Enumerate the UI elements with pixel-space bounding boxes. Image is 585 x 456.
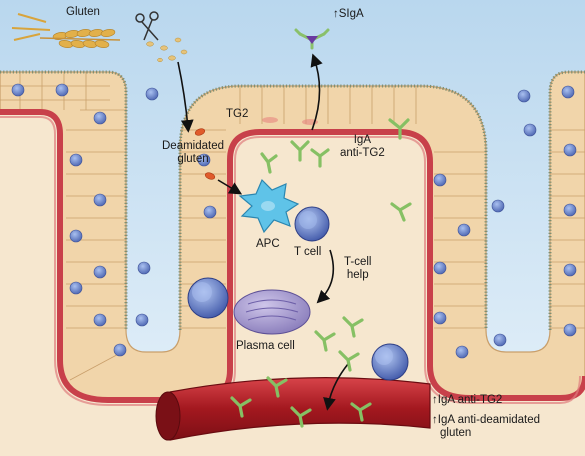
apc-nucleus	[261, 201, 275, 211]
t-cell-help-label: T-cell help	[344, 256, 371, 282]
lymphocyte-nucleus	[375, 347, 393, 365]
deamidated-gluten-label: Deamidated gluten	[162, 140, 224, 166]
scissors-icon	[135, 11, 159, 41]
arrow-gluten-to-deamidated	[177, 61, 194, 133]
deamidated-gluten-line1: Deamidated	[162, 140, 225, 152]
basement-membrane-highlight	[0, 116, 581, 406]
arrow-to-apc	[217, 179, 243, 195]
plasma-cell-er	[245, 299, 299, 321]
siga-label: ↑SIgA	[333, 8, 364, 21]
secretory-component	[306, 36, 318, 44]
gluten-fragments	[146, 37, 188, 63]
arrow-t-cell-help	[316, 249, 335, 304]
deamidated-gluten-line2: gluten	[177, 153, 209, 165]
epithelial-nuclei	[11, 83, 577, 359]
gluten-label: Gluten	[66, 6, 100, 18]
basement-membrane	[0, 109, 585, 403]
legend-item1-text: IgA anti-TG2	[437, 394, 503, 406]
siga-text: SIgA	[338, 8, 364, 20]
b-lymphocyte-nucleus	[192, 282, 212, 302]
iga-anti-tg2-line2: anti-TG2	[340, 147, 385, 159]
tg2-label: TG2	[226, 108, 249, 120]
legend-item2-line1: IgA anti-deamidated	[437, 414, 541, 426]
legend-up-arrow-2: ↑	[432, 414, 438, 426]
legend-up-arrow-1: ↑	[432, 394, 438, 406]
arrow-into-vessel	[323, 363, 349, 411]
iga-anti-tg2-line1: IgA	[353, 134, 371, 146]
iga-anti-tg2-label: IgA anti-TG2	[340, 134, 385, 160]
legend-item-iga-anti-deamidated: ↑IgA anti-deamidated gluten	[432, 414, 540, 440]
plasma-cell-label: Plasma cell	[236, 340, 295, 352]
deamidated-gluten-particles	[194, 128, 216, 180]
siga-up-arrow: ↑	[333, 8, 339, 20]
wheat-icon	[11, 13, 121, 48]
legend-item2-line2: gluten	[440, 427, 472, 439]
legend-item-iga-anti-tg2: ↑IgA anti-TG2	[432, 394, 502, 407]
arrow-to-lumen-siga	[310, 53, 323, 131]
t-cell-nucleus	[299, 211, 317, 229]
t-cell-label: T cell	[294, 246, 322, 258]
apc-label: APC	[256, 238, 280, 250]
t-cell-help-line2: help	[346, 269, 369, 281]
blood-vessel-opening	[155, 391, 181, 441]
iga-antibodies	[230, 118, 412, 428]
plasma-cell	[233, 289, 311, 335]
lamina-propria	[0, 112, 585, 456]
t-cell-help-line1: T-cell	[344, 256, 372, 268]
